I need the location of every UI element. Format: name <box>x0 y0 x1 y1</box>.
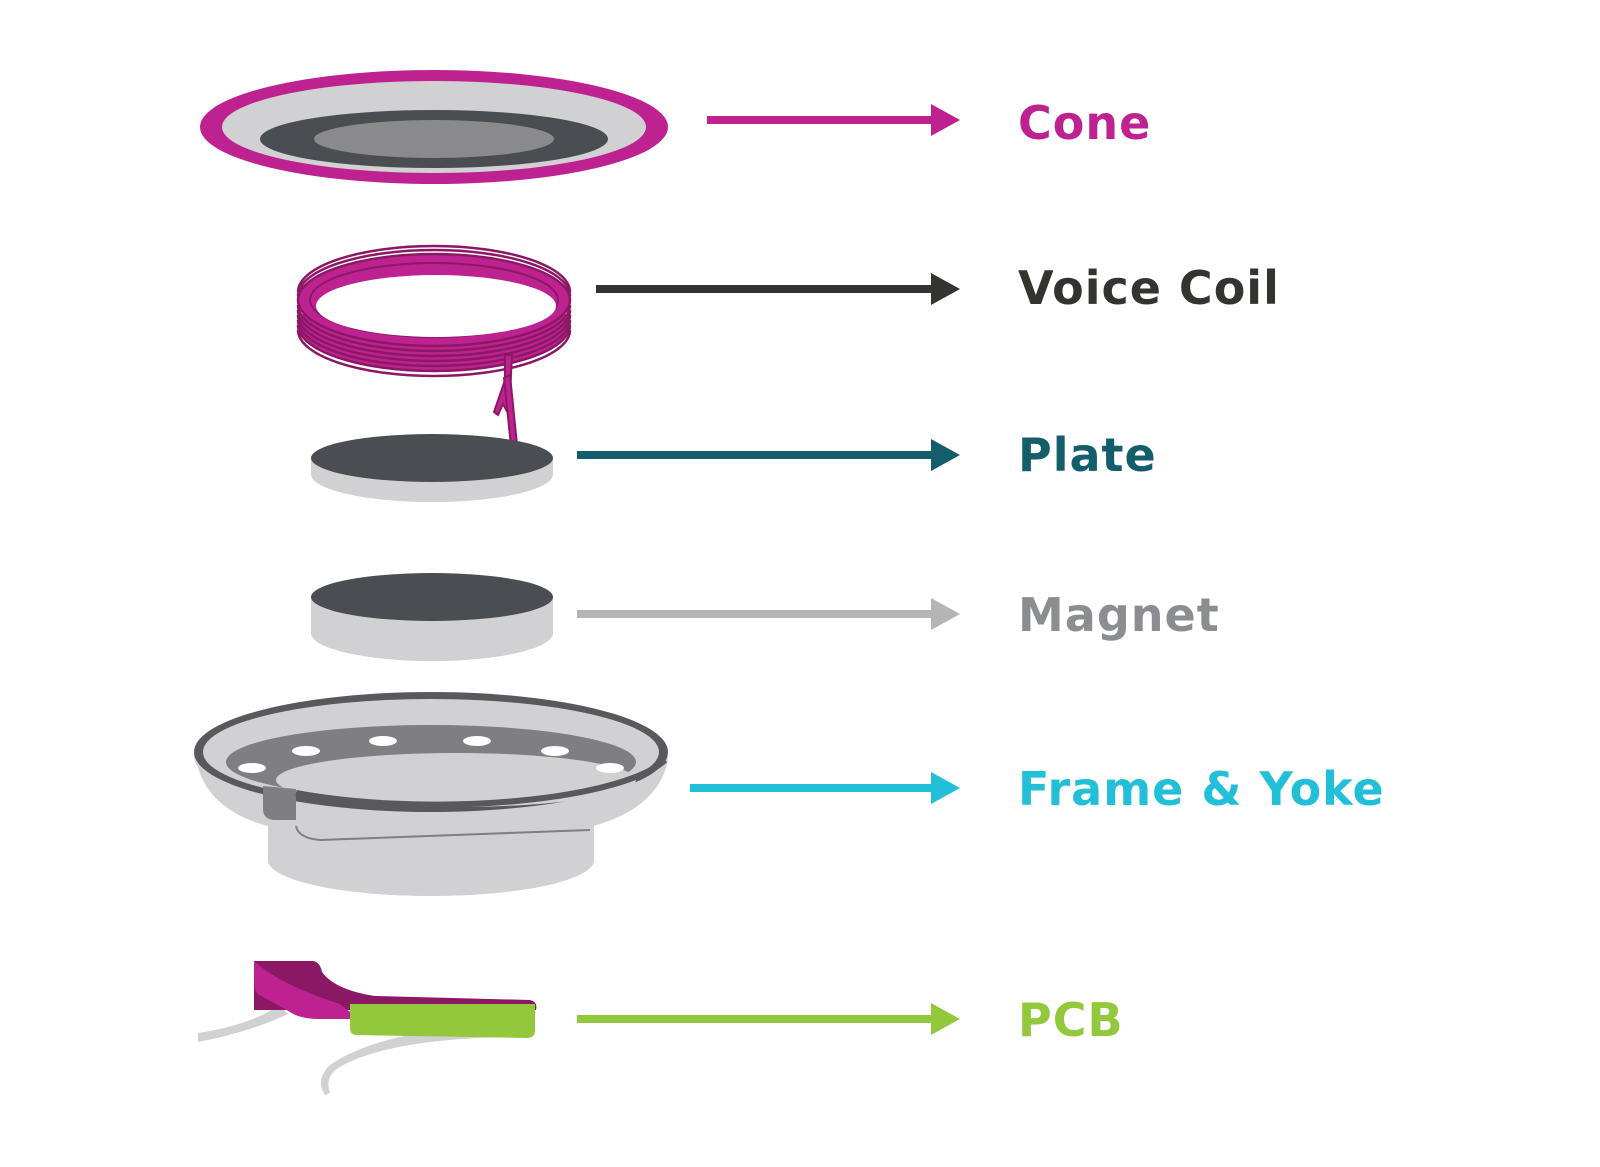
label-voice-coil: Voice Coil <box>1018 261 1280 315</box>
arrow-frame-yoke <box>690 772 960 804</box>
arrow-pcb <box>577 1003 960 1035</box>
voice-coil-part <box>296 244 572 458</box>
magnet-part <box>311 573 553 661</box>
arrow-voice-coil <box>596 273 960 305</box>
frame-yoke-part <box>194 692 668 896</box>
label-magnet: Magnet <box>1018 588 1220 642</box>
arrow-magnet <box>577 598 960 630</box>
label-cone: Cone <box>1018 96 1152 150</box>
label-plate: Plate <box>1018 428 1157 482</box>
arrow-cone <box>707 104 960 136</box>
plate-part <box>311 434 553 502</box>
label-pcb: PCB <box>1018 993 1124 1047</box>
label-frame-yoke: Frame & Yoke <box>1018 762 1385 816</box>
cone-part <box>200 70 668 184</box>
pcb-part <box>198 961 537 1095</box>
arrow-plate <box>577 439 960 471</box>
